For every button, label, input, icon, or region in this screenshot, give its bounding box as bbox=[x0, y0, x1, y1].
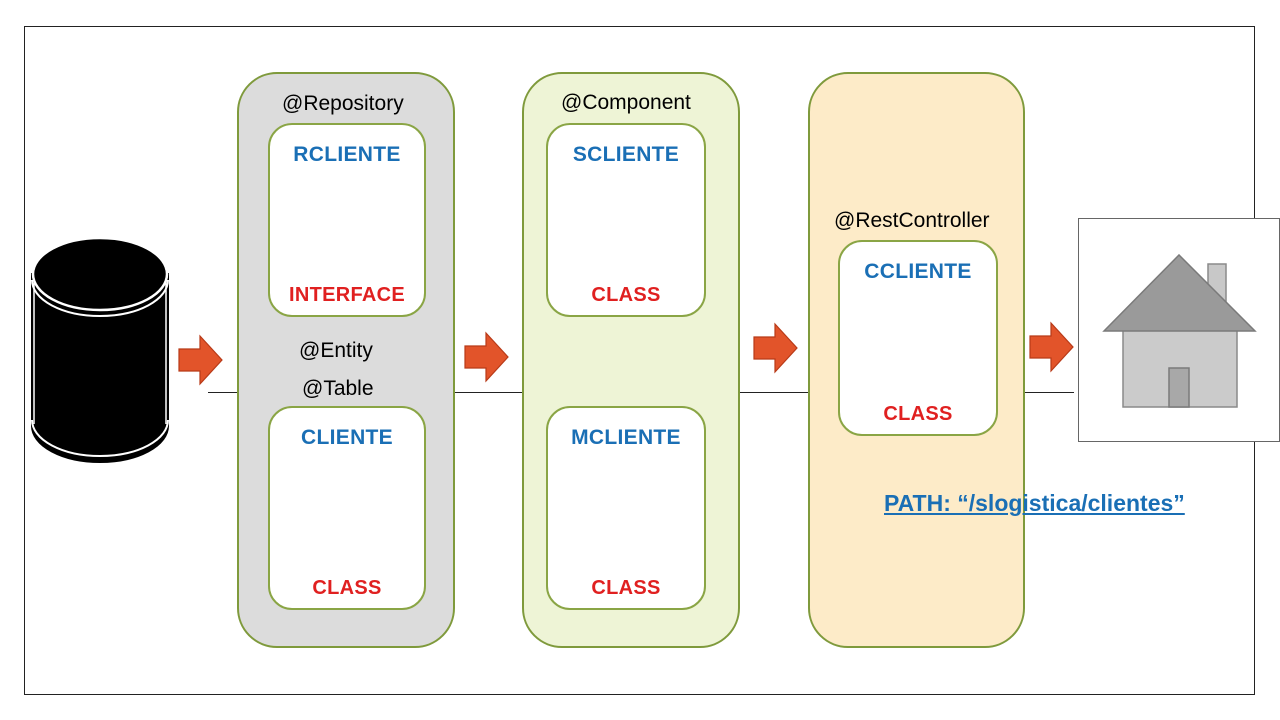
card-name: RCLIENTE bbox=[293, 143, 401, 166]
table-annotation: @Table bbox=[302, 377, 374, 400]
component-layer: @Component SCLIENTE CLASS MCLIENTE CLASS bbox=[522, 72, 740, 648]
connector-line bbox=[739, 392, 809, 393]
card-name: MCLIENTE bbox=[571, 426, 681, 449]
card-name: CLIENTE bbox=[301, 426, 393, 449]
card-type: CLASS bbox=[312, 577, 382, 599]
house-icon bbox=[1102, 253, 1257, 408]
repository-annotation: @Repository bbox=[282, 92, 404, 115]
path-label: PATH: “/slogistica/clientes” bbox=[884, 490, 1185, 516]
connector-line bbox=[454, 392, 524, 393]
flow-arrow-icon bbox=[178, 334, 223, 386]
card-type: CLASS bbox=[883, 403, 953, 425]
component-annotation: @Component bbox=[561, 91, 691, 114]
card-name: SCLIENTE bbox=[572, 143, 680, 166]
connector-line bbox=[1024, 392, 1074, 393]
scliente-card: SCLIENTE CLASS bbox=[546, 123, 706, 317]
card-type: CLASS bbox=[591, 577, 661, 599]
flow-arrow-icon bbox=[464, 331, 509, 383]
repository-layer: @Repository RCLIENTE INTERFACE @Entity @… bbox=[237, 72, 455, 648]
card-type: CLASS bbox=[591, 284, 661, 306]
flow-arrow-icon bbox=[1029, 321, 1074, 373]
client-frame bbox=[1078, 218, 1280, 442]
entity-annotation: @Entity bbox=[299, 339, 373, 362]
flow-arrow-icon bbox=[753, 322, 798, 374]
controller-layer: @RestController CCLIENTE CLASS bbox=[808, 72, 1025, 648]
card-type: INTERFACE bbox=[288, 284, 406, 306]
connector-line bbox=[208, 392, 238, 393]
rcliente-card: RCLIENTE INTERFACE bbox=[268, 123, 426, 317]
card-name: CCLIENTE bbox=[864, 260, 972, 283]
cliente-card: CLIENTE CLASS bbox=[268, 406, 426, 610]
ccliente-card: CCLIENTE CLASS bbox=[838, 240, 998, 436]
database-cylinder-icon bbox=[31, 236, 169, 463]
mcliente-card: MCLIENTE CLASS bbox=[546, 406, 706, 610]
restcontroller-annotation: @RestController bbox=[834, 209, 990, 232]
